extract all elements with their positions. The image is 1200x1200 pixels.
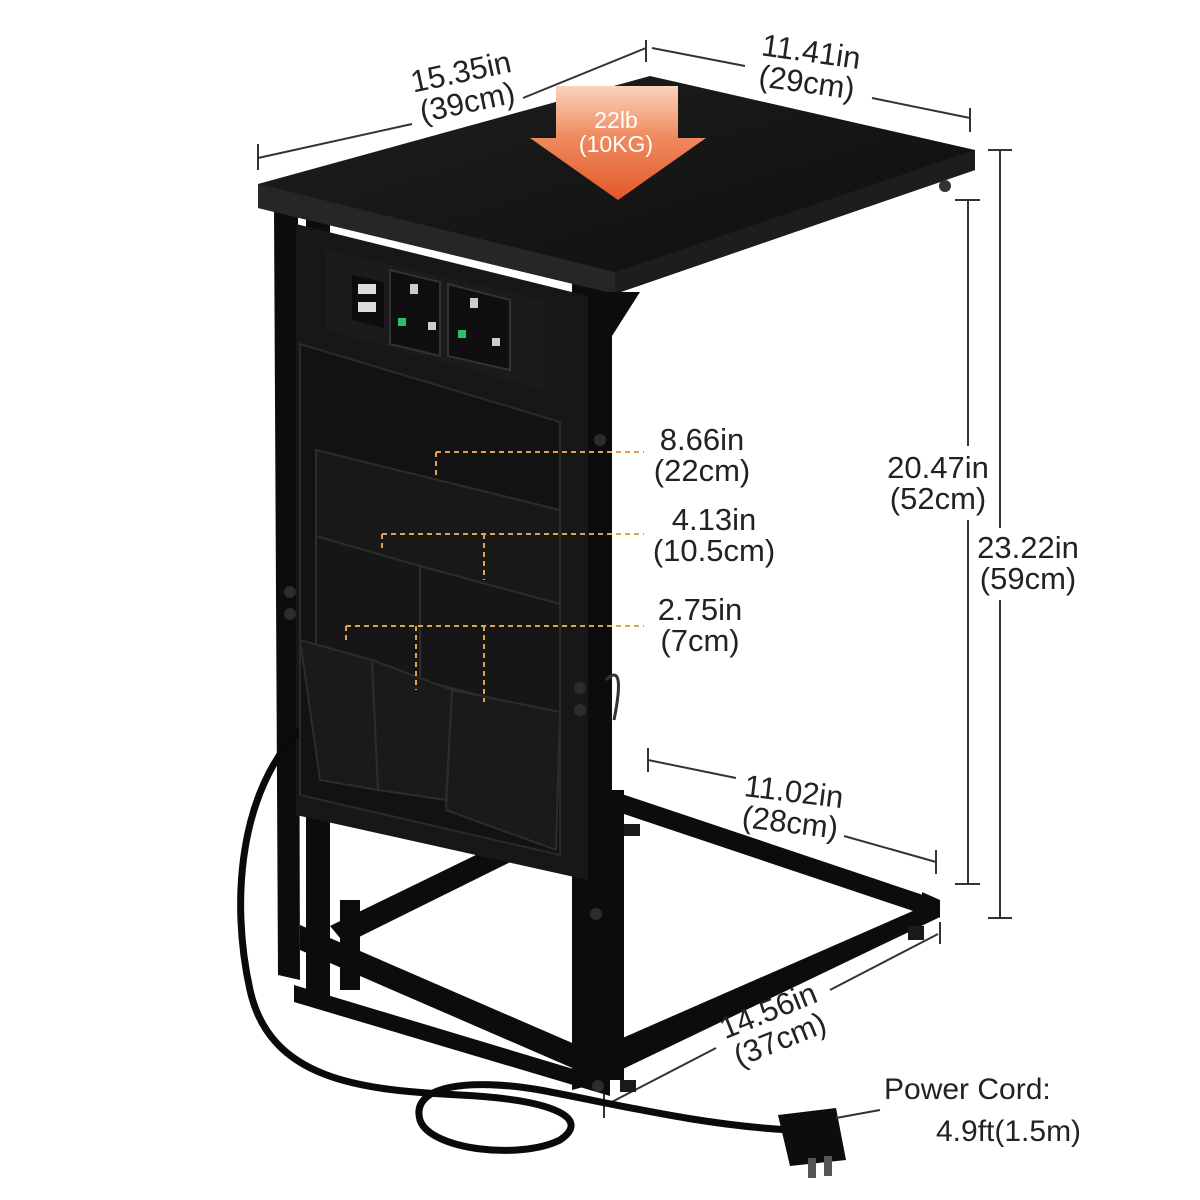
dimension-line-top-width: [257, 40, 647, 170]
base-front-bar: [294, 985, 610, 1096]
fabric-organizer: [284, 342, 620, 1092]
power-cable: [237, 727, 791, 1154]
outlet-panel: [326, 250, 544, 390]
label-power-cord-length: 4.9ft(1.5m): [936, 1115, 1082, 1148]
label-pocket-small-inch: 2.75in: [657, 592, 743, 627]
dimension-line-total-height: [988, 149, 1012, 919]
label-inner-height-inch: 20.47in: [887, 450, 989, 485]
dimension-line-inner-height: [955, 199, 980, 885]
label-pocket-large-cm: (22cm): [653, 453, 751, 488]
weight-arrow: [530, 86, 706, 200]
label-pocket-medium: 4.13in (10.5cm): [640, 504, 788, 566]
label-inner-height-cm: (52cm): [889, 481, 987, 516]
label-base-depth: 11.02in (28cm): [727, 768, 858, 845]
label-power-cord-title: Power Cord:: [884, 1073, 1051, 1106]
dimension-line-top-depth: [651, 47, 971, 132]
label-total-height-cm: (59cm): [979, 561, 1077, 596]
pocket-small-3: [444, 688, 562, 852]
label-pocket-large: 8.66in (22cm): [640, 424, 764, 486]
dimension-line-base-width: [603, 922, 941, 1118]
label-weight-capacity: 22lb (10KG): [556, 108, 676, 156]
dimension-line-base-depth: [647, 748, 937, 874]
label-pocket-medium-cm: (10.5cm): [652, 533, 776, 568]
label-weight-lb: 22lb: [594, 107, 638, 133]
label-pocket-medium-inch: 4.13in: [671, 502, 757, 537]
label-weight-kg: (10KG): [578, 131, 654, 157]
power-plug: [778, 1108, 881, 1178]
label-total-height: 23.22in (59cm): [966, 532, 1090, 594]
pocket-guides: [345, 451, 644, 702]
label-pocket-large-inch: 8.66in: [659, 422, 745, 457]
label-inner-height: 20.47in (52cm): [876, 452, 1000, 514]
label-total-height-inch: 23.22in: [977, 530, 1079, 565]
label-pocket-small-cm: (7cm): [660, 623, 740, 658]
base-frame: [300, 790, 940, 1092]
label-pocket-small: 2.75in (7cm): [640, 594, 760, 656]
